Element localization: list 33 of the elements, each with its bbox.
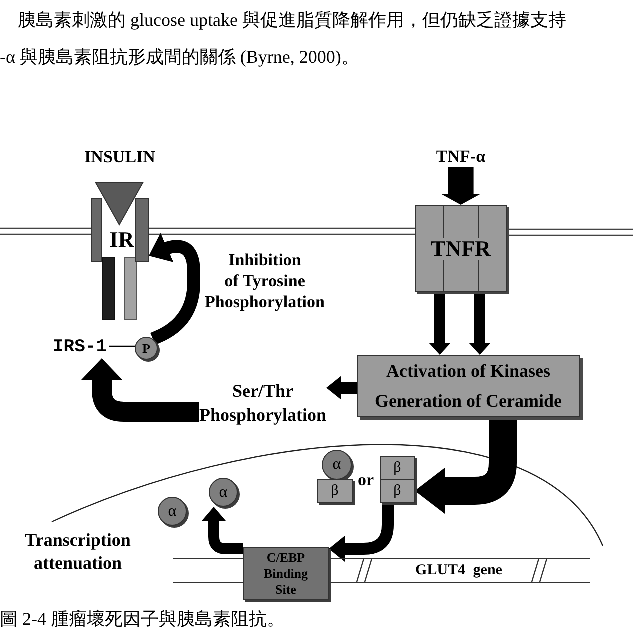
process-text: Activation of Kinases bbox=[386, 360, 550, 383]
arrow bbox=[441, 167, 481, 205]
subunit-circle: α bbox=[322, 450, 352, 480]
body-text: 胰島素刺激的 glucose uptake 與促進脂質降解作用，但仍缺乏證據支持 bbox=[18, 9, 566, 31]
ligand-label: TNF-α bbox=[436, 147, 486, 167]
arrow bbox=[415, 417, 517, 514]
subunit-circle: α bbox=[158, 497, 187, 526]
protein-label: IRS-1 bbox=[53, 338, 107, 358]
arrow bbox=[149, 233, 200, 346]
process-box bbox=[357, 355, 580, 417]
subunit-box: β bbox=[380, 479, 415, 503]
ligand-label: INSULIN bbox=[84, 146, 156, 168]
subunit-circle: α bbox=[209, 478, 238, 507]
process-label: Ser/Thr Phosphorylation bbox=[199, 379, 327, 427]
arrow bbox=[326, 376, 357, 400]
arrow bbox=[81, 358, 200, 422]
figure-caption: 圖 2-4 腫瘤壞死因子與胰島素阻抗。 bbox=[0, 608, 285, 630]
arrow bbox=[202, 507, 243, 554]
or-label: or bbox=[358, 470, 374, 490]
annotation-text: Transcription attenuation bbox=[25, 529, 131, 575]
receptor-label: IR bbox=[110, 229, 134, 251]
binding-site-box: C/EBP Binding Site bbox=[243, 547, 329, 600]
receptor-box: TNFR bbox=[415, 205, 507, 292]
arrow bbox=[469, 292, 491, 355]
gene-label: GLUT4 gene bbox=[416, 562, 502, 579]
arrow bbox=[429, 292, 451, 355]
process-text: Generation of Ceramide bbox=[375, 390, 562, 413]
connector-line bbox=[109, 346, 136, 348]
body-text: -α 與胰島素阻抗形成間的關係 (Byrne, 2000)。 bbox=[0, 46, 360, 68]
phosphate-circle: P bbox=[135, 337, 158, 360]
subunit-box: β bbox=[380, 456, 415, 480]
arrow bbox=[329, 503, 394, 562]
subunit-box: β bbox=[317, 479, 353, 503]
